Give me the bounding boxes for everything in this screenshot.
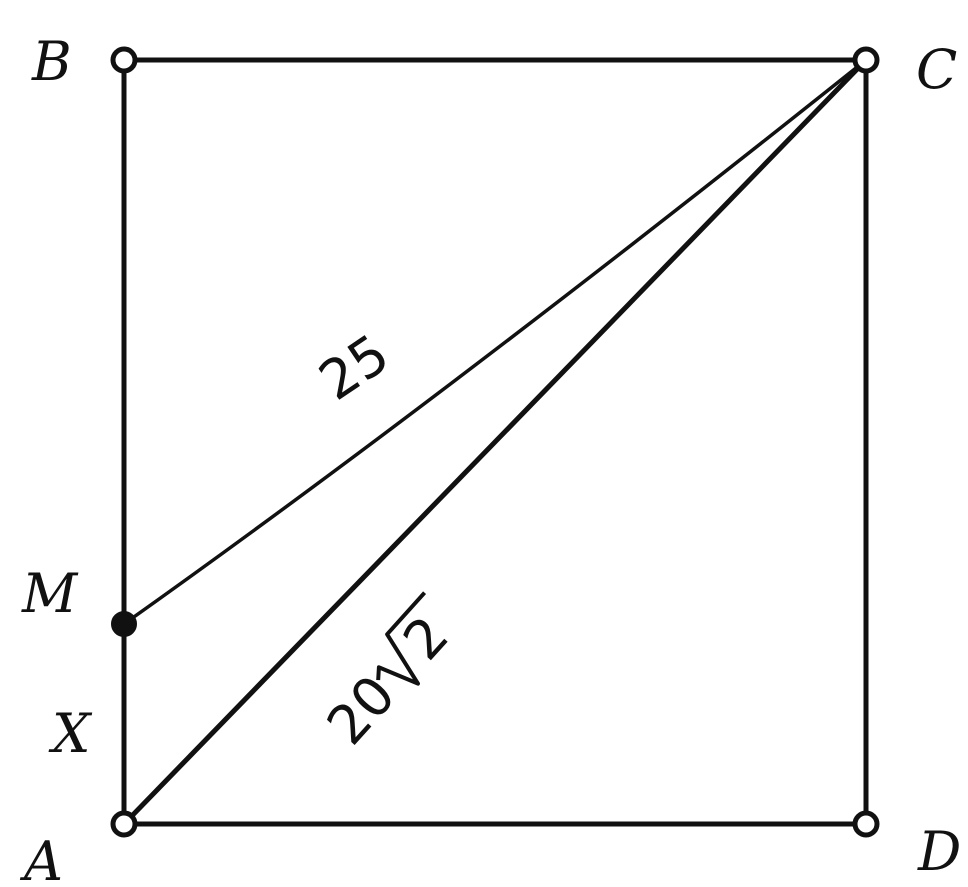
radical-sign-icon (376, 591, 427, 686)
label-m: M (21, 562, 79, 625)
label-mc-length: 25 (308, 322, 400, 413)
diagonal-ac (121, 57, 869, 827)
label-ac-radicand: 2 (391, 604, 461, 672)
label-c: C (916, 38, 957, 101)
label-ac-length: 20 2 (315, 591, 461, 757)
label-am-length: X (48, 702, 93, 765)
label-b: B (31, 30, 72, 93)
point-m (111, 611, 137, 637)
vertex-b-point (110, 46, 138, 74)
label-ac-coefficient: 20 (315, 663, 408, 756)
vertex-c-point (852, 46, 880, 74)
segment-mc (122, 58, 868, 626)
vertex-d-point (852, 810, 880, 838)
vertex-a-point (110, 810, 138, 838)
label-d: D (917, 820, 961, 883)
label-a: A (19, 830, 63, 887)
